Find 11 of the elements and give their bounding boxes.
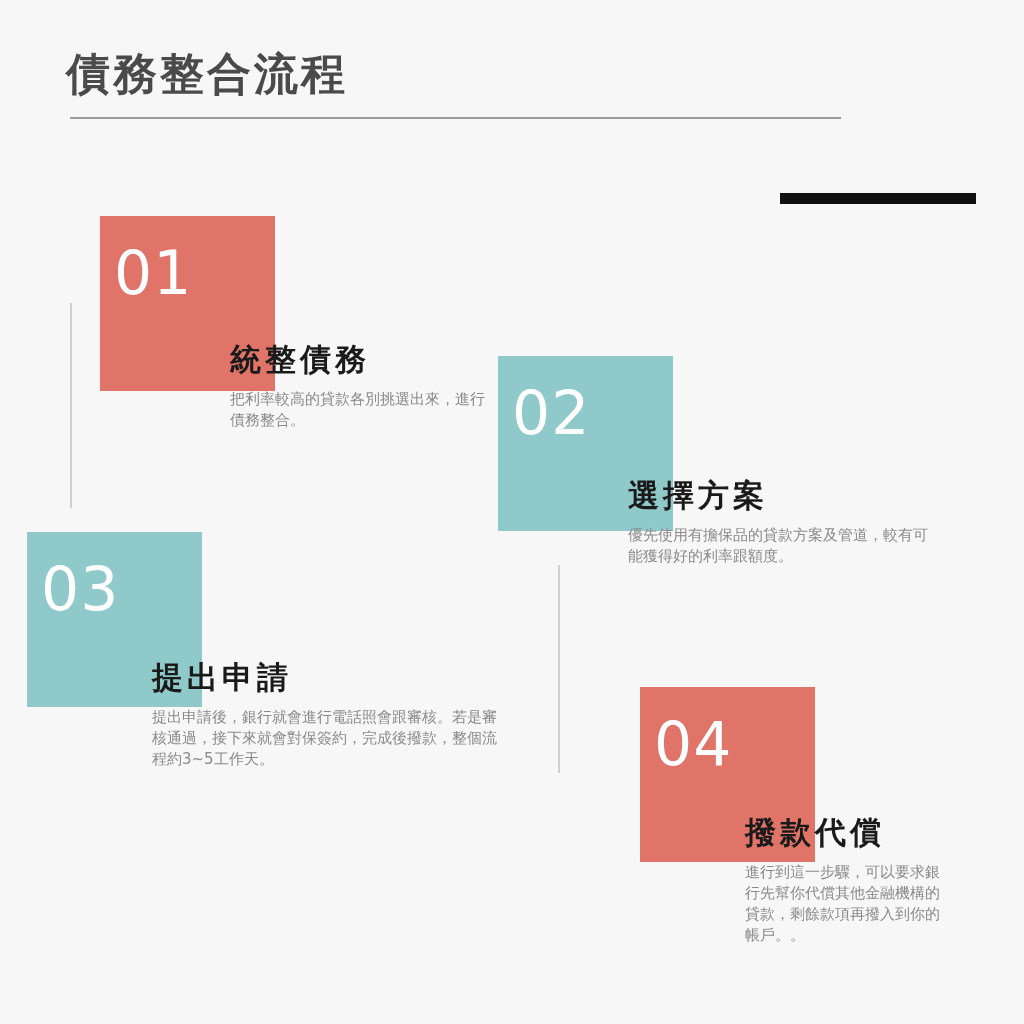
step-description: 優先使用有擔保品的貸款方案及管道，較有可能獲得好的利率跟額度。 (628, 525, 928, 567)
step-number: 01 (114, 243, 193, 303)
step-number: 02 (512, 383, 591, 443)
step-description: 進行到這一步驟，可以要求銀行先幫你代償其他金融機構的貸款，剩餘款項再撥入到你的帳戶。。 (745, 862, 941, 946)
step-number: 04 (654, 714, 733, 774)
step-heading: 選擇方案 (628, 480, 768, 511)
step-description: 提出申請後，銀行就會進行電話照會跟審核。若是審核通過，接下來就會對保簽約，完成後撥款，整個流程約3~5工作天。 (152, 707, 498, 770)
step-heading: 撥款代償 (745, 817, 885, 848)
title: 債務整合流程 (66, 52, 348, 96)
step-description: 把利率較高的貸款各別挑選出來，進行債務整合。 (230, 389, 486, 431)
step-number: 03 (41, 559, 120, 619)
